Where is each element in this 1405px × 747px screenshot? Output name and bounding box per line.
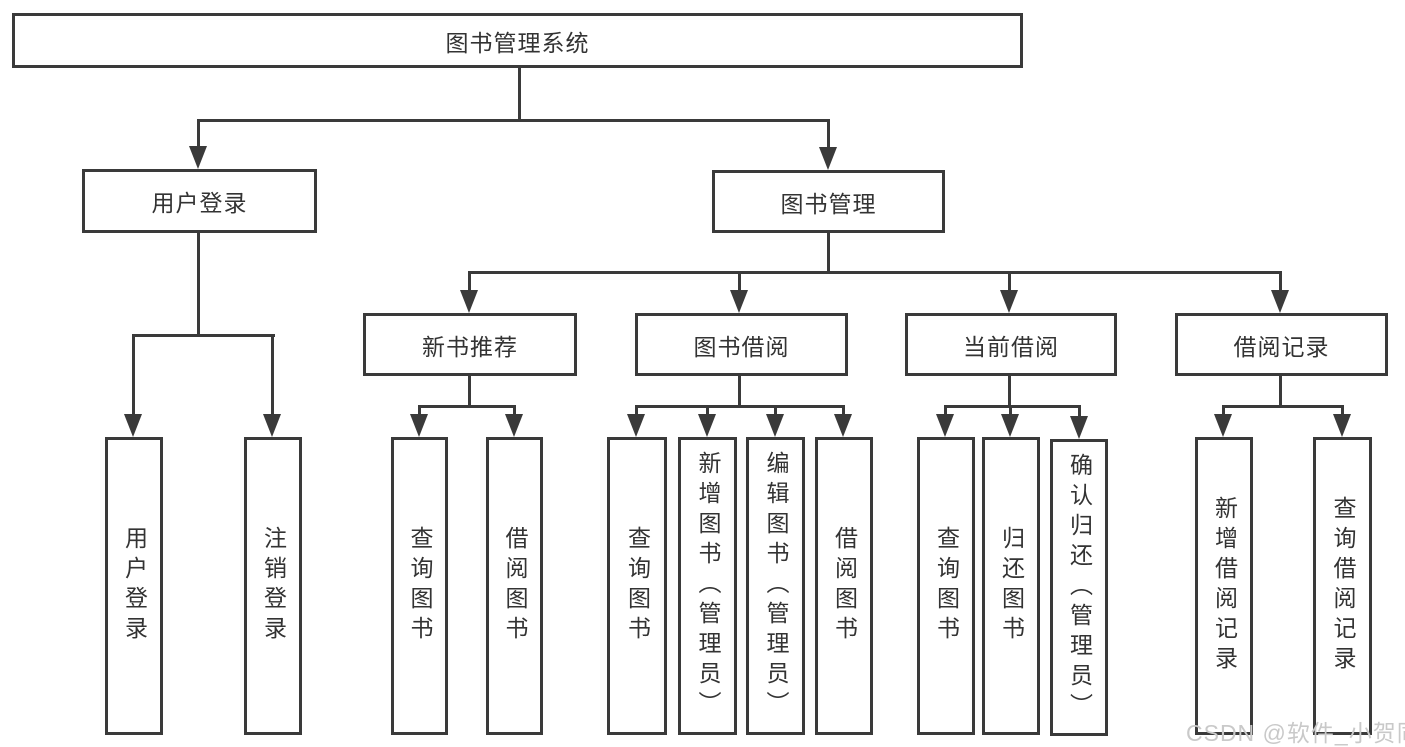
connector-drop-leaf-login	[132, 334, 135, 414]
connector-drop-leaf	[1009, 405, 1012, 417]
arrow-down-icon	[263, 414, 281, 437]
connector-current-hline	[944, 405, 1081, 408]
leaf-borrow-books: 借阅图书	[815, 437, 873, 735]
leaf-add-borrow-record: 新增借阅记录	[1195, 437, 1253, 735]
leaf-edit-books-admin: 编辑图书（管理员）	[746, 437, 805, 735]
connector-user-stem	[197, 233, 200, 337]
node-borrow-records: 借阅记录	[1175, 313, 1388, 376]
node-root: 图书管理系统	[12, 13, 1023, 68]
leaf-add-books-admin: 新增图书（管理员）	[678, 437, 737, 735]
connector-records-stem	[1279, 376, 1282, 408]
leaf-search-borrow-record: 查询借阅记录	[1313, 437, 1372, 735]
arrow-down-icon	[1271, 290, 1289, 313]
connector-drop-leaf	[774, 405, 777, 417]
connector-drop-leaf	[418, 405, 421, 417]
arrow-down-icon	[1001, 414, 1019, 437]
node-borrow-records-label: 借阅记录	[1233, 333, 1330, 360]
leaf-confirm-return-admin: 确认归还（管理员）	[1050, 439, 1108, 736]
arrow-down-icon	[766, 414, 784, 437]
node-user-login: 用户登录	[82, 169, 317, 233]
arrow-down-icon	[730, 290, 748, 313]
connector-drop-borrow	[738, 271, 741, 291]
arrow-down-icon	[505, 414, 523, 437]
connector-drop-leaf	[635, 405, 638, 417]
arrow-down-icon	[627, 414, 645, 437]
leaf-search-books-recommend: 查询图书	[391, 437, 448, 735]
node-user-login-label: 用户登录	[151, 190, 248, 216]
csdn-watermark: CSDN @软件_小贺同学	[1186, 720, 1405, 746]
connector-current-stem	[1008, 376, 1011, 408]
arrow-down-icon	[460, 290, 478, 313]
connector-drop-leaf	[944, 405, 947, 417]
connector-user-hline	[132, 334, 275, 337]
leaf-return-books: 归还图书	[982, 437, 1040, 735]
arrow-down-icon	[1214, 414, 1232, 437]
connector-drop-leaf	[842, 405, 845, 417]
connector-drop-current	[1008, 271, 1011, 291]
arrow-down-icon	[834, 414, 852, 437]
connector-drop-recommend	[468, 271, 471, 291]
connector-drop-leaf	[1341, 405, 1344, 417]
node-new-book-recommend: 新书推荐	[363, 313, 577, 376]
connector-level2-hline	[468, 271, 1282, 274]
arrow-down-icon	[936, 414, 954, 437]
arrow-down-icon	[1070, 416, 1088, 439]
arrow-down-icon	[1000, 290, 1018, 313]
arrow-down-icon	[189, 146, 207, 169]
node-book-management: 图书管理	[712, 170, 945, 233]
connector-drop-leaf	[706, 405, 709, 417]
connector-root-stem	[518, 68, 521, 121]
arrow-down-icon	[410, 414, 428, 437]
node-new-book-recommend-label: 新书推荐	[422, 333, 518, 360]
arrow-down-icon	[819, 147, 837, 170]
node-book-borrow-label: 图书借阅	[693, 333, 790, 360]
connector-drop-book	[827, 119, 830, 147]
arrow-down-icon	[698, 414, 716, 437]
connector-drop-leaf-logout	[271, 334, 274, 414]
connector-recommend-stem	[468, 376, 471, 408]
connector-level1-hline	[197, 119, 830, 122]
leaf-user-login: 用户登录	[105, 437, 163, 735]
arrow-down-icon	[1333, 414, 1351, 437]
node-root-label: 图书管理系统	[445, 29, 590, 56]
leaf-search-books-current: 查询图书	[917, 437, 975, 735]
connector-drop-records	[1279, 271, 1282, 291]
connector-borrow-stem	[738, 376, 741, 408]
connector-recommend-hline	[418, 405, 516, 408]
leaf-logout: 注销登录	[244, 437, 302, 735]
arrow-down-icon	[124, 414, 142, 437]
node-book-borrow: 图书借阅	[635, 313, 848, 376]
connector-drop-user	[197, 119, 200, 147]
leaf-borrow-books-recommend: 借阅图书	[486, 437, 543, 735]
connector-borrow-hline	[635, 405, 845, 408]
node-current-borrow-label: 当前借阅	[963, 333, 1059, 360]
connector-records-hline	[1222, 405, 1344, 408]
connector-book-stem	[827, 233, 830, 273]
node-current-borrow: 当前借阅	[905, 313, 1117, 376]
node-book-management-label: 图书管理	[780, 190, 877, 217]
leaf-search-books-borrow: 查询图书	[607, 437, 667, 735]
connector-drop-leaf	[513, 405, 516, 417]
connector-drop-leaf	[1222, 405, 1225, 417]
connector-drop-leaf	[1078, 405, 1081, 417]
